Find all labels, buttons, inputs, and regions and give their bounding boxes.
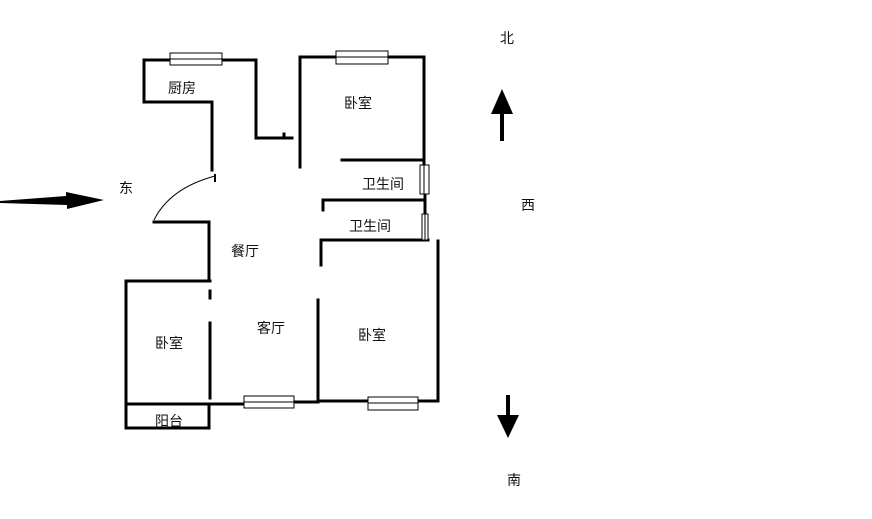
room-label-dining: 餐厅 xyxy=(231,244,259,260)
compass-label-west: 西 xyxy=(521,198,535,214)
entry-arrow-icon xyxy=(0,192,104,209)
north-arrow-icon xyxy=(491,89,513,141)
wall-bedroom-west xyxy=(124,279,246,406)
wall-balcony xyxy=(124,402,211,430)
window-bedroom-east xyxy=(367,396,419,411)
compass-label-south: 南 xyxy=(507,473,521,489)
wall-living-east xyxy=(316,298,370,403)
wall-bedroom-east xyxy=(416,239,440,403)
compass-label-east: 东 xyxy=(119,181,133,197)
window-bathroom-1 xyxy=(419,164,430,195)
wall-bedroom-north-top xyxy=(386,55,426,167)
south-arrow-icon xyxy=(497,395,519,438)
window-bathroom-2 xyxy=(421,213,429,241)
wall-kitchen-top xyxy=(220,58,294,140)
window-living xyxy=(243,395,295,409)
room-label-bedroom-west: 卧室 xyxy=(155,335,183,352)
room-label-bedroom-east: 卧室 xyxy=(358,327,386,344)
room-label-kitchen: 厨房 xyxy=(168,81,196,97)
window-kitchen xyxy=(169,52,223,66)
wall-bedroom-north xyxy=(298,55,338,169)
wall-bathroom-1 xyxy=(321,198,427,212)
window-bedroom-north xyxy=(335,50,389,65)
room-label-bathroom-2: 卫生间 xyxy=(349,219,391,235)
wall-bathroom-2 xyxy=(319,238,430,267)
entry-door xyxy=(153,174,216,221)
room-label-living: 客厅 xyxy=(257,320,285,337)
room-label-bedroom-north: 卧室 xyxy=(344,95,372,112)
walls xyxy=(124,55,440,430)
room-label-bathroom-1: 卫生间 xyxy=(362,177,404,193)
compass-label-north: 北 xyxy=(500,31,514,47)
room-label-balcony: 阳台 xyxy=(155,414,183,430)
wall-entry xyxy=(152,220,211,280)
wall-kitchen xyxy=(142,58,214,172)
